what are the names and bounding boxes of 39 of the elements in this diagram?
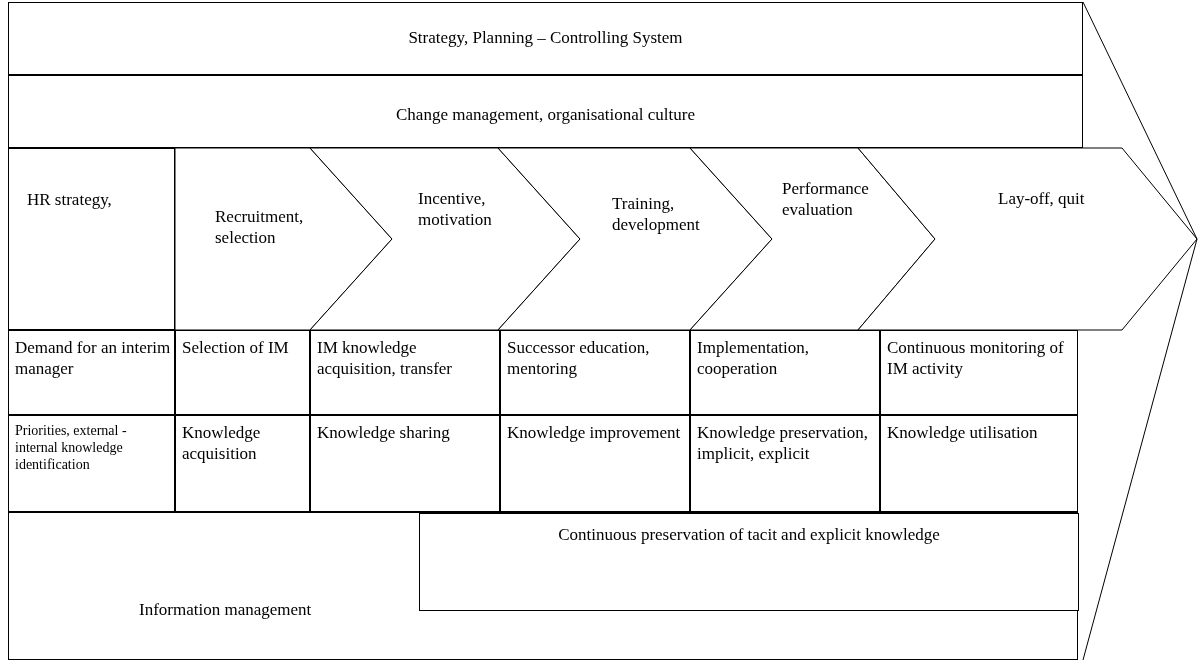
cell-text: Knowledge acquisition [182, 422, 262, 464]
band-label: Change management, organisational culture [395, 104, 696, 125]
band [8, 2, 1083, 75]
cell-text: Implementation, cooperation [697, 337, 810, 379]
table-cell [690, 415, 880, 512]
stage-label: Recruitment, selection [215, 206, 305, 248]
cell-text: Continuous monitoring of IM activity [887, 337, 1065, 379]
table-cell [880, 330, 1078, 415]
box-panel [419, 513, 1079, 611]
table-cell [880, 415, 1078, 512]
table-cell [175, 330, 310, 415]
box-panel [8, 512, 1078, 660]
cell-text: Demand for an interim manager [15, 337, 172, 379]
cell-text: Selection of IM [182, 337, 290, 358]
panel-label: HR strategy, [27, 189, 113, 210]
panel-label: Continuous preservation of tacit and explicit knowledge [557, 524, 941, 545]
box-panel [8, 148, 175, 330]
stage-label: Training, development [612, 193, 701, 235]
table-cell [8, 415, 175, 512]
table-cell [310, 330, 500, 415]
stage-label: Incentive, motivation [418, 188, 493, 230]
cell-text: Knowledge utilisation [887, 422, 1039, 443]
table-cell [175, 415, 310, 512]
cell-text: Knowledge preservation, implicit, explicit [697, 422, 869, 464]
cell-text: Knowledge improvement [507, 422, 682, 443]
table-cell [8, 330, 175, 415]
cell-text: IM knowledge acquisition, transfer [317, 337, 453, 379]
table-cell [500, 415, 690, 512]
stage-label: Performance evaluation [782, 178, 870, 220]
table-cell [690, 330, 880, 415]
cell-text: Successor education, mentoring [507, 337, 651, 379]
cell-text: Knowledge sharing [317, 422, 451, 443]
band [8, 75, 1083, 148]
band-label: Strategy, Planning – Controlling System [407, 27, 684, 48]
table-cell [310, 415, 500, 512]
cell-text: Priorities, external - internal knowledge identification [15, 422, 128, 473]
stage-label: Lay-off, quit [998, 188, 1086, 209]
table-cell [500, 330, 690, 415]
panel-label: Information management [139, 599, 313, 620]
